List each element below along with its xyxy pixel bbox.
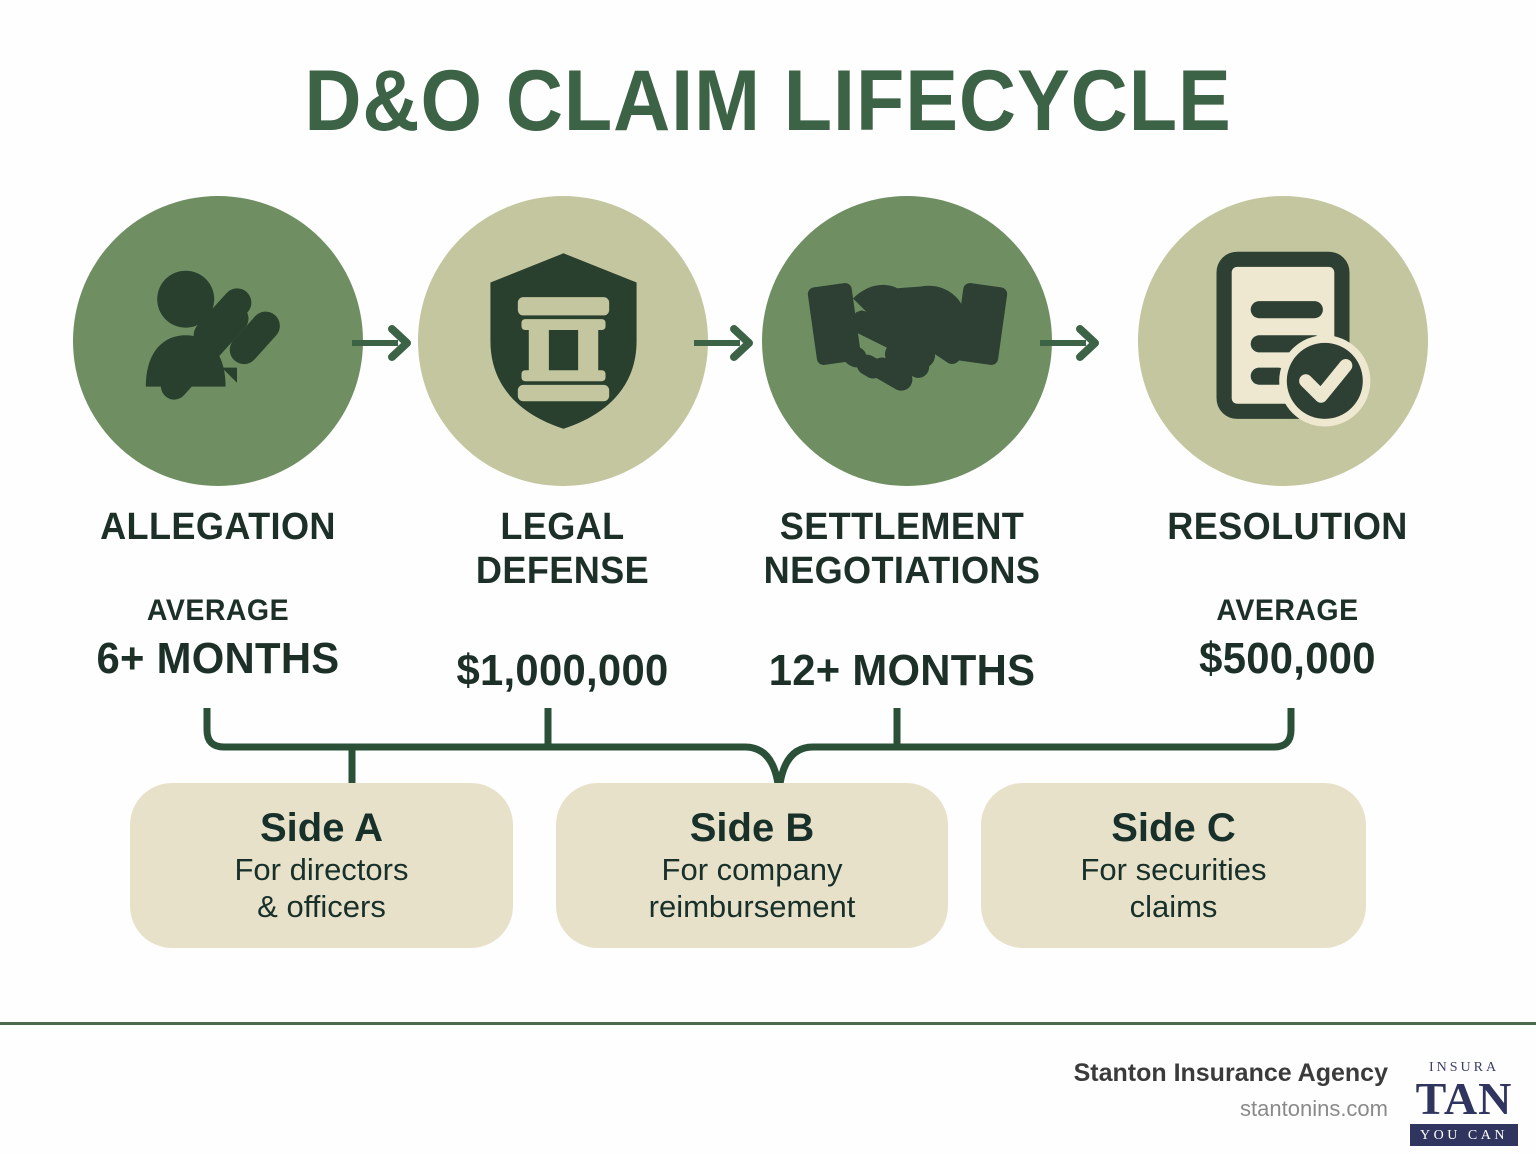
- stat-value-settlement: 12+ MONTHS: [768, 645, 1036, 695]
- stanton-logo[interactable]: INSURA TAN YOU CAN: [1410, 1058, 1518, 1146]
- stage-label-legal-defense-line1: LEGAL: [500, 506, 625, 548]
- logo-top-text: INSURA: [1428, 1060, 1500, 1075]
- shield-courthouse-icon: [471, 246, 656, 436]
- coverage-card-sub2-side-b: reimbursement: [648, 888, 856, 924]
- coverage-card-sub2-side-c: claims: [1129, 888, 1218, 924]
- stage-circle-allegation: [73, 196, 363, 486]
- footer: Stanton Insurance Agency stantonins.com …: [1074, 1058, 1518, 1146]
- stage-label-settlement-line1: SETTLEMENT: [779, 506, 1025, 548]
- coverage-card-title-side-c: Side C: [1111, 805, 1236, 850]
- arrow-right-icon-1: [352, 323, 414, 363]
- stat-prefix-allegation: AVERAGE: [146, 594, 290, 628]
- footer-text-block: Stanton Insurance Agency stantonins.com: [1074, 1058, 1388, 1125]
- arrow-right-icon-2: [694, 323, 756, 363]
- stat-value-legal-defense: $1,000,000: [456, 645, 669, 695]
- coverage-card-sub1-side-c: For securities: [1080, 852, 1267, 888]
- brand-website[interactable]: stantonins.com: [1240, 1096, 1388, 1122]
- stage-text-legal-defense: LEGAL DEFENSE $1,000,000: [385, 505, 740, 696]
- coverage-card-side-a[interactable]: Side A For directors & officers: [130, 783, 513, 948]
- person-gavel-icon: [123, 246, 313, 436]
- stage-text-resolution: RESOLUTION AVERAGE $500,000: [1105, 505, 1470, 684]
- coverage-card-side-b[interactable]: Side B For company reimbursement: [556, 783, 948, 948]
- page-title: D&O CLAIM LIFECYCLE: [304, 53, 1232, 149]
- stage-circle-settlement: [762, 196, 1052, 486]
- coverage-card-title-side-a: Side A: [260, 805, 383, 850]
- stat-value-allegation: 6+ MONTHS: [96, 634, 340, 684]
- stage-row: [0, 196, 1536, 496]
- document-check-icon: [1188, 246, 1378, 436]
- coverage-card-title-side-b: Side B: [689, 805, 815, 850]
- coverage-card-sub1-side-b: For company: [661, 852, 843, 888]
- stat-prefix-resolution: AVERAGE: [1216, 594, 1359, 628]
- logo-main-text: TAN: [1415, 1073, 1513, 1124]
- stage-circle-legal-defense: [418, 196, 708, 486]
- stage-circle-resolution: [1138, 196, 1428, 486]
- coverage-card-sub1-side-a: For directors: [234, 852, 409, 888]
- arrow-right-icon-3: [1040, 323, 1102, 363]
- stage-label-legal-defense-line2: DEFENSE: [475, 550, 650, 593]
- footer-divider: [0, 1022, 1536, 1025]
- brand-name: Stanton Insurance Agency: [1073, 1059, 1388, 1087]
- stat-value-resolution: $500,000: [1199, 634, 1376, 684]
- bracket-connector: [203, 708, 1295, 793]
- logo-bar-text: YOU CAN: [1410, 1123, 1518, 1146]
- stage-text-settlement: SETTLEMENT NEGOTIATIONS 12+ MONTHS: [722, 505, 1082, 696]
- coverage-card-sub2-side-a: & officers: [257, 888, 386, 924]
- stage-label-allegation: ALLEGATION: [100, 506, 336, 548]
- stage-label-resolution: RESOLUTION: [1167, 506, 1408, 548]
- stage-label-settlement-line2: NEGOTIATIONS: [763, 550, 1041, 593]
- handshake-icon: [805, 261, 1010, 421]
- stage-text-allegation: ALLEGATION AVERAGE 6+ MONTHS: [38, 505, 398, 684]
- coverage-card-side-c[interactable]: Side C For securities claims: [981, 783, 1366, 948]
